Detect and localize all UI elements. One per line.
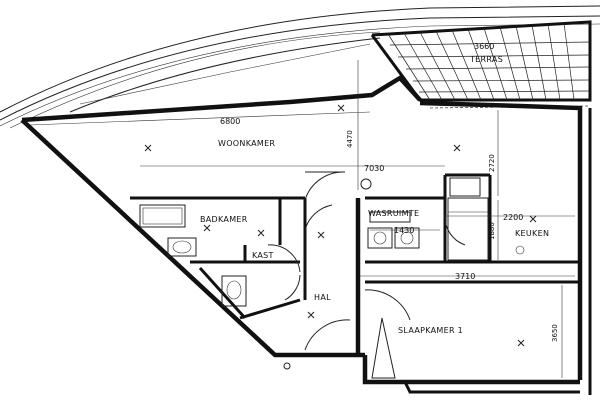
- dimension-lines: [29, 60, 575, 378]
- dimension-kitchen-width: 2200: [503, 213, 523, 222]
- room-label-hal: HAL: [314, 293, 331, 302]
- room-label-wasruimte: WASRUIMTE: [368, 209, 419, 218]
- dimension-slaapkamer-width: 3710: [455, 272, 475, 281]
- outer-walls: [20, 75, 592, 395]
- interior-walls: [130, 173, 580, 355]
- dimension-kitchen-depth: 2720: [488, 154, 496, 172]
- dimension-woonkamer-width: 6800: [220, 117, 240, 126]
- dimension-slaapkamer-depth: 3650: [551, 324, 559, 342]
- dimension-woonkamer-depth: 4470: [346, 130, 354, 148]
- room-label-woonkamer: WOONKAMER: [218, 139, 275, 148]
- electrical-markers: [144, 104, 537, 370]
- room-label-slaapkamer: SLAAPKAMER 1: [398, 326, 463, 335]
- dimension-overall-width: 7030: [364, 164, 384, 173]
- room-label-terras: TERRAS: [469, 55, 503, 64]
- fixtures: [139, 177, 525, 307]
- terrace-grid: [370, 20, 592, 109]
- dimension-terras-width: 3660: [474, 42, 494, 51]
- dimension-wasruimte-width: 1430: [394, 226, 414, 235]
- room-label-kast: KAST: [252, 251, 274, 260]
- room-label-keuken: KEUKEN: [515, 229, 549, 238]
- dimension-wasruimte-depth: 1880: [488, 222, 496, 240]
- door-swings: [267, 171, 466, 379]
- room-label-badkamer: BADKAMER: [200, 215, 248, 224]
- curved-facade: [0, 5, 600, 129]
